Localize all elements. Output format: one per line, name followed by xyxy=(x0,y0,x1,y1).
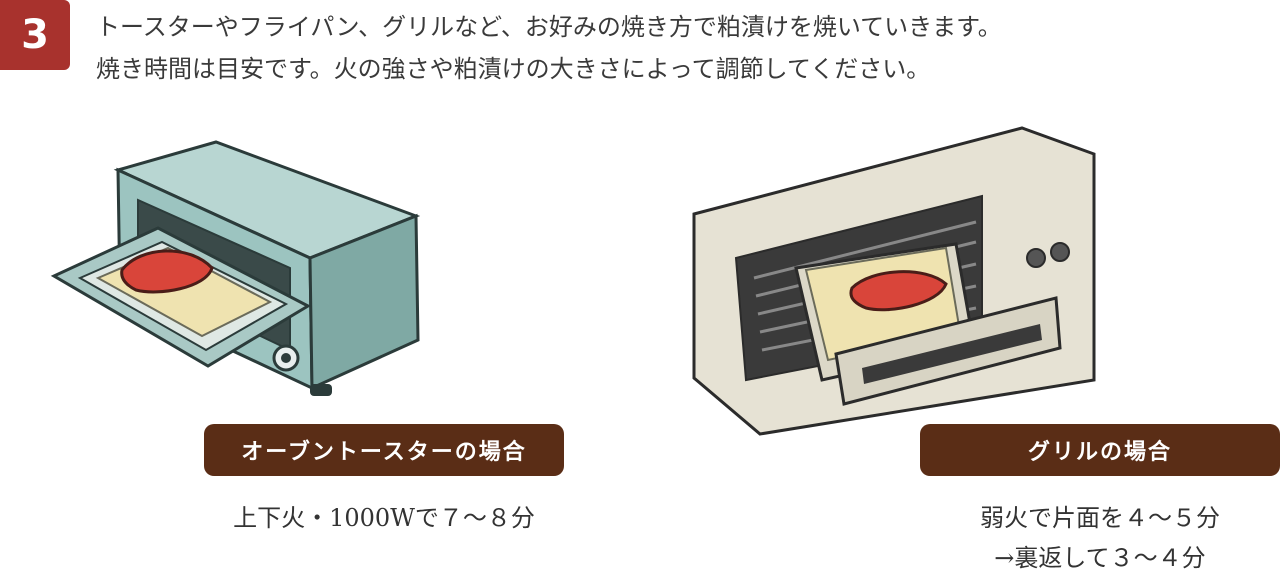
toaster-detail-text: 上下火・1000Wで７〜８分 xyxy=(233,504,535,532)
toaster-oven-illustration xyxy=(50,140,421,396)
step-number: 3 xyxy=(21,12,49,58)
grill-method-label: グリルの場合 xyxy=(920,424,1280,476)
toaster-method-detail: 上下火・1000Wで７〜８分 xyxy=(204,498,564,538)
step-number-badge: 3 xyxy=(0,0,70,70)
toaster-method-label: オーブントースターの場合 xyxy=(204,424,564,476)
instruction-line-2: 焼き時間は目安です。火の強さや粕漬けの大きさによって調節してください。 xyxy=(96,55,931,83)
step-instructions: トースターやフライパン、グリルなど、お好みの焼き方で粕漬けを焼いていきます。 焼… xyxy=(96,6,1266,90)
grill-detail-line-1: 弱火で片面を４〜５分 xyxy=(980,504,1220,532)
grill-illustration xyxy=(692,126,1096,436)
instruction-line-1: トースターやフライパン、グリルなど、お好みの焼き方で粕漬けを焼いていきます。 xyxy=(96,13,1002,41)
grill-detail-line-2: →裏返して３〜４分 xyxy=(994,544,1206,572)
grill-method-detail: 弱火で片面を４〜５分 →裏返して３〜４分 xyxy=(920,498,1280,578)
